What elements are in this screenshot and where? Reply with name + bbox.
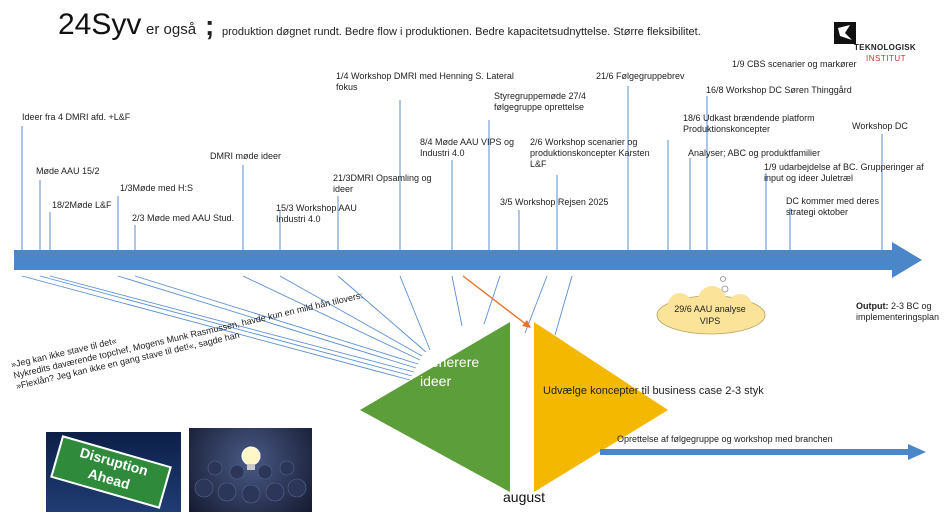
label-ideer: Ideer fra 4 DMRI afd. +L&F xyxy=(22,112,131,122)
cloud-label: 29/6 AAU analyse VIPS xyxy=(674,304,746,326)
label-analyser: Analyser; ABC og produktfamilier xyxy=(688,148,821,158)
lightbulbs-image xyxy=(189,428,312,512)
label-18-2: 18/2Møde L&F xyxy=(52,200,112,210)
page-title: 24Syv xyxy=(58,8,142,41)
label-15-3: 15/3 Workshop AAU Industri 4.0 xyxy=(276,203,357,224)
output-value: 2-3 BC og implementeringsplan xyxy=(856,301,940,322)
label-1-3: 1/3Møde med H:S xyxy=(120,183,194,193)
label-workshop-dc: Workshop DC xyxy=(852,121,908,131)
label-8-4: 8/4 Møde AAU VIPS og Industri 4.0 xyxy=(420,137,515,158)
label-2-3: 2/3 Møde med AAU Stud. xyxy=(132,213,235,223)
logo-icon xyxy=(834,22,856,44)
label-3-5: 3/5 Workshop Rejsen 2025 xyxy=(500,197,609,207)
cloud-shape xyxy=(656,276,766,335)
label-16-8: 16/8 Workshop DC Søren Thinggård xyxy=(706,85,852,95)
label-18-6: 18/6 Udkast brændende platform Produktio… xyxy=(683,113,815,134)
logo-name: TEKNOLOGISK xyxy=(854,43,916,52)
disruption-sign: Disruption Ahead xyxy=(50,435,172,509)
label-27-4: Styregruppemøde 27/4 følgegruppe oprette… xyxy=(494,91,587,112)
output-label: Output: xyxy=(856,301,889,311)
subtitle-text: produktion døgnet rundt. Bedre flow i pr… xyxy=(222,26,701,38)
disruption-ahead-image: Disruption Ahead xyxy=(46,432,181,512)
label-dc-strategi: DC kommer med deres strategi oktober xyxy=(786,196,880,217)
logo-sub: INSTITUT xyxy=(866,54,906,63)
phase-udvaelge: Udvælge koncepter til business case 2-3 … xyxy=(543,385,764,397)
branch-label: Oprettelse af følgegruppe og workshop me… xyxy=(617,434,833,444)
label-1-9-cbs: 1/9 CBS scenarier og markører xyxy=(732,59,857,69)
subtitle-lead: er også xyxy=(146,21,197,38)
label-2-6: 2/6 Workshop scenarier og produktionskon… xyxy=(530,137,650,169)
label-21-6: 21/6 Følgegruppebrev xyxy=(596,71,685,81)
label-21-3: 21/3DMRI Opsamling og ideer xyxy=(333,173,432,194)
label-dmri-mode: DMRI møde ideer xyxy=(210,151,282,161)
label-mode-aau-15-2: Møde AAU 15/2 xyxy=(36,166,100,176)
label-1-4: 1/4 Workshop DMRI med Henning S. Lateral… xyxy=(336,71,514,92)
subtitle-separator: ; xyxy=(205,10,215,41)
label-1-9-bc: 1/9 udarbejdelse af BC. Grupperinger af … xyxy=(764,162,924,183)
august-label: august xyxy=(503,489,546,505)
output-text: Output: 2-3 BC og implementeringsplan xyxy=(856,301,948,323)
phase-generere-ideer: Generere ideer xyxy=(420,354,480,389)
